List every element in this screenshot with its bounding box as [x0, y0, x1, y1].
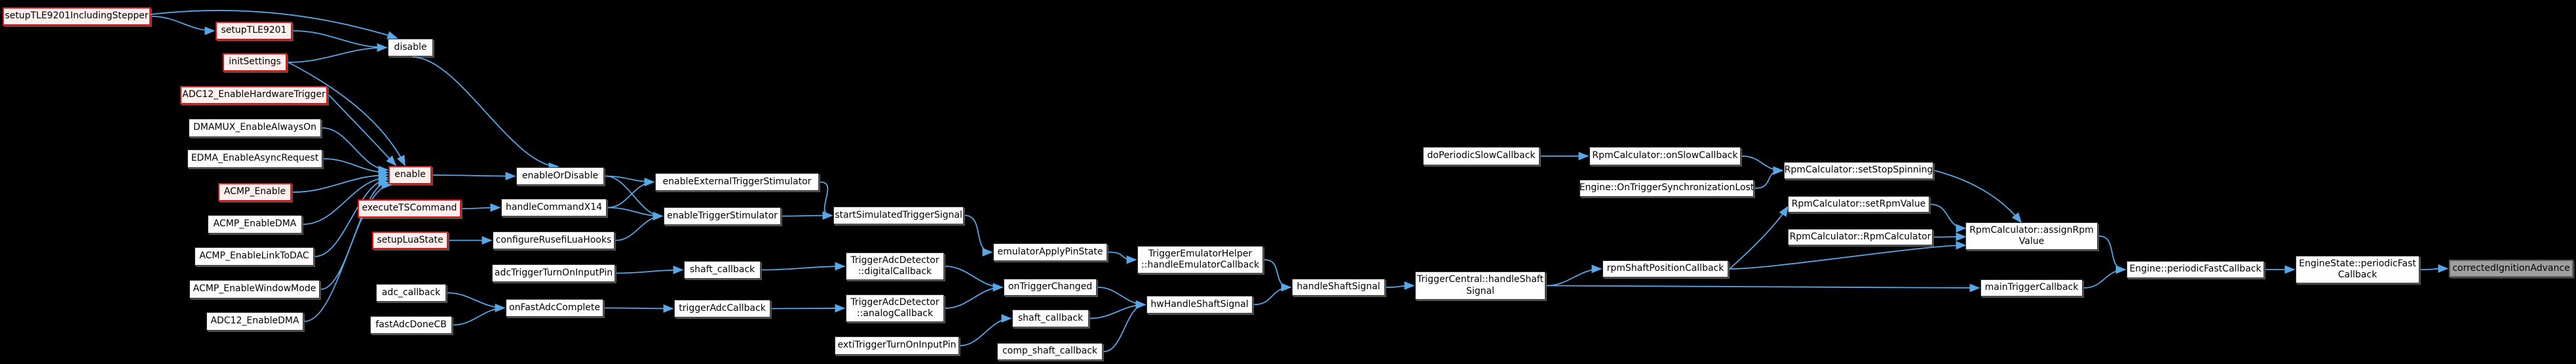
node-enable-or-disable[interactable]: enableOrDisable: [516, 167, 604, 185]
call-edge-n11-n13: [304, 180, 392, 322]
call-edge-n31-n35: [1108, 251, 1137, 264]
node-configure-rusefi-lua-hooks[interactable]: configureRusefiLuaHooks: [493, 232, 615, 249]
node-engine-on-trigger-synchronization-lost[interactable]: Engine::OnTriggerSynchronizationLost: [1580, 180, 1754, 197]
call-edge-n3-n12: [288, 43, 388, 63]
call-edge-n42-n46: [1729, 241, 1967, 270]
node-on-fast-adc-complete[interactable]: onFastAdcComplete: [506, 299, 603, 317]
node-comp-shaft-callback[interactable]: comp_shaft_callback: [997, 343, 1103, 360]
call-edge-n37-n38: [1386, 281, 1415, 290]
node-adc12-enable-dma[interactable]: ADC12_EnableDMA: [206, 312, 303, 331]
node-rpm-calculator-assign-rpm-value[interactable]: RpmCalculator::assignRpm Value: [1965, 222, 2098, 250]
call-edge-n6-n13: [323, 158, 389, 177]
node-trigger-adc-detector-analog-callback[interactable]: TriggerAdcDetector ::analogCallback: [846, 294, 944, 322]
node-rpm-calculator-set-stop-spinning[interactable]: RpmCalculator::setStopSpinning: [1784, 162, 1933, 179]
node-emulator-apply-pin-state[interactable]: emulatorApplyPinState: [993, 243, 1107, 261]
call-edge-n46-n48: [2098, 235, 2127, 274]
call-edge-n1-n2: [151, 16, 216, 35]
call-edge-n12-n18: [412, 56, 559, 171]
node-fast-adc-done-cb[interactable]: fastAdcDoneCB: [370, 316, 452, 334]
node-setup-tle9201-including-stepper[interactable]: setupTLE9201IncludingStepper: [3, 7, 151, 26]
node-trigger-central-handle-shaft-signal[interactable]: TriggerCentral::handleShaft Signal: [1415, 272, 1545, 300]
call-edge-n35-n37: [1264, 259, 1292, 292]
node-exti-trigger-turn-on-input-pin[interactable]: extiTriggerTurnOnInputPin: [835, 336, 959, 355]
node-shaft-callback-2[interactable]: shaft_callback: [1012, 310, 1089, 327]
node-handle-shaft-signal[interactable]: handleShaftSignal: [1292, 279, 1385, 296]
call-edge-n5-n13: [322, 127, 389, 174]
node-acmp-enable[interactable]: ACMP_Enable: [218, 183, 292, 201]
node-execute-ts-command[interactable]: executeTSCommand: [358, 199, 461, 218]
node-corrected-ignition-advance[interactable]: correctedIgnitionAdvance: [2449, 260, 2573, 277]
node-rpm-calculator-on-slow-callback[interactable]: RpmCalculator::onSlowCallback: [1589, 147, 1741, 165]
call-edge-n28-n32: [945, 266, 1004, 292]
node-acmp-enable-window-mode[interactable]: ACMP_EnableWindowMode: [189, 280, 320, 298]
node-adc-callback[interactable]: adc_callback: [376, 284, 446, 302]
call-edge-n43-n46: [1934, 170, 2022, 224]
node-start-simulated-trigger-signal[interactable]: startSimulatedTriggerSignal: [833, 207, 964, 224]
call-edge-n14-n19: [462, 203, 501, 212]
node-edma-enable-async-request[interactable]: EDMA_EnableAsyncRequest: [187, 150, 322, 168]
call-edge-n22-n26: [604, 304, 674, 313]
call-edge-n17-n22: [453, 304, 506, 326]
node-disable[interactable]: disable: [388, 39, 433, 56]
node-dmamux-enable-always-on[interactable]: DMAMUX_EnableAlwaysOn: [189, 119, 321, 137]
call-edge-n27-n31: [964, 214, 993, 256]
node-trigger-adc-detector-digital-callback[interactable]: TriggerAdcDetector ::digitalCallback: [846, 253, 944, 280]
node-enable[interactable]: enable: [388, 166, 432, 184]
node-adc12-enable-hardware-trigger[interactable]: ADC12_EnableHardwareTrigger: [180, 86, 328, 104]
call-edge-n25-n28: [761, 262, 846, 271]
call-edge-n42-n44: [1729, 205, 1789, 270]
call-edge-n34-n36: [1103, 300, 1146, 352]
call-edge-n9-n13: [314, 175, 389, 257]
node-engine-periodic-fast-callback[interactable]: Engine::periodicFastCallback: [2127, 261, 2264, 278]
call-edge-n13-n18: [432, 172, 516, 180]
call-edge-n44-n46: [1930, 203, 1967, 233]
node-rpm-calculator-rpm-calculator[interactable]: RpmCalculator::RpmCalculator: [1788, 229, 1933, 245]
node-acmp-enable-dma[interactable]: ACMP_EnableDMA: [208, 215, 302, 233]
call-edge-n1-n12: [150, 10, 398, 39]
call-edge-n26-n29: [771, 304, 846, 313]
call-edge-n47-n48: [2083, 265, 2127, 289]
call-edge-n21-n25: [616, 266, 684, 274]
node-main-trigger-callback[interactable]: mainTriggerCallback: [1980, 279, 2083, 296]
node-enable-external-trigger-stimulator[interactable]: enableExternalTriggerStimulator: [655, 173, 819, 191]
node-trigger-adc-callback[interactable]: triggerAdcCallback: [674, 300, 770, 317]
node-enable-trigger-stimulator[interactable]: enableTriggerStimulator: [664, 207, 781, 225]
call-edge-n8-n13: [303, 173, 389, 225]
call-edge-n38-n42: [1546, 264, 1602, 287]
node-rpm-shaft-position-callback[interactable]: rpmShaftPositionCallback: [1602, 260, 1728, 277]
node-handle-command-x14[interactable]: handleCommandX14: [501, 199, 607, 216]
node-do-periodic-slow-callback[interactable]: doPeriodicSlowCallback: [1423, 147, 1540, 165]
call-edge-n36-n37: [1253, 283, 1292, 306]
node-hw-handle-shaft-signal[interactable]: hwHandleShaftSignal: [1146, 296, 1253, 313]
node-adc-trigger-turn-on-input-pin[interactable]: adcTriggerTurnOnInputPin: [492, 264, 615, 282]
call-edge-n30-n33: [960, 314, 1012, 346]
node-acmp-enable-link-to-dac[interactable]: ACMP_EnableLinkToDAC: [195, 247, 314, 266]
call-edge-n3-n13: [288, 62, 406, 167]
call-edge-n40-n43: [1741, 155, 1784, 175]
call-edge-n49-n50: [2420, 264, 2449, 273]
call-edge-n33-n36: [1089, 300, 1146, 319]
node-shaft-callback-1[interactable]: shaft_callback: [684, 261, 761, 279]
call-edge-n23-n27: [820, 181, 833, 220]
node-rpm-calculator-set-rpm-value[interactable]: RpmCalculator::setRpmValue: [1788, 196, 1929, 212]
call-edge-n19-n23: [607, 178, 655, 209]
call-edge-n32-n36: [1097, 287, 1146, 309]
call-edge-n16-n22: [447, 292, 506, 312]
node-setup-lua-state[interactable]: setupLuaState: [372, 232, 448, 249]
node-setup-tle9201[interactable]: setupTLE9201: [216, 22, 292, 40]
node-engine-state-periodic-fast-callback[interactable]: EngineState::periodicFast Callback: [2296, 256, 2419, 283]
call-edge-n2-n12: [293, 30, 388, 52]
call-edge-n7-n13: [292, 171, 389, 193]
node-init-settings[interactable]: initSettings: [223, 53, 287, 71]
call-edge-n29-n32: [945, 283, 1004, 309]
call-edge-n4-n13: [328, 94, 397, 167]
node-on-trigger-changed[interactable]: onTriggerChanged: [1004, 279, 1097, 296]
node-trigger-emulator-helper-handle-emulator-callback[interactable]: TriggerEmulatorHelper ::handleEmulatorCa…: [1137, 246, 1263, 273]
call-edge-n38-n47: [1546, 283, 1980, 293]
call-edge-n20-n24: [615, 212, 664, 241]
call-edge-n41-n43: [1754, 166, 1784, 189]
